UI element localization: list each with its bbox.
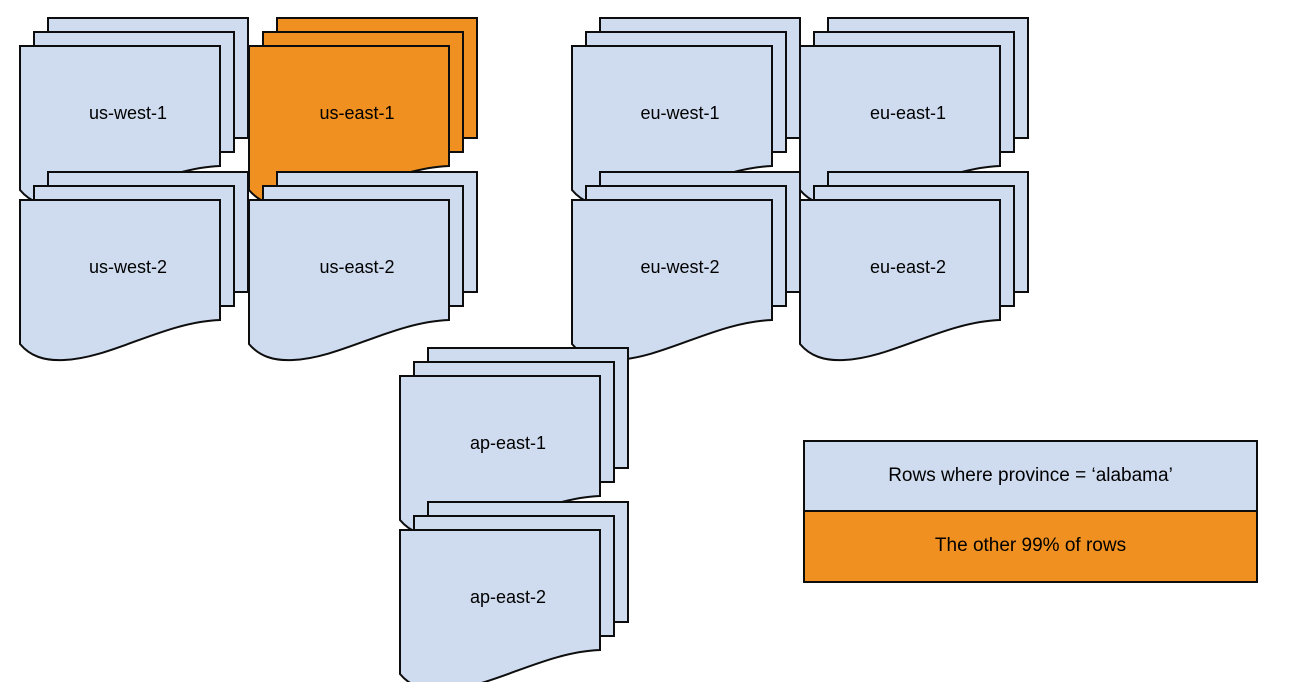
datastore-label: us-west-1 bbox=[88, 103, 168, 123]
datastore-label: eu-west-2 bbox=[640, 257, 720, 277]
datastore-stack-icon bbox=[799, 171, 1029, 362]
datastore-stack-icon bbox=[799, 17, 1029, 208]
document-sheet-front bbox=[571, 199, 773, 362]
legend-row-orange: The other 99% of rows bbox=[805, 511, 1256, 581]
legend: Rows where province = ‘alabama’ The other… bbox=[803, 440, 1258, 583]
datastore-stack-icon bbox=[248, 171, 478, 362]
datastore-stack-icon bbox=[248, 17, 478, 208]
datastore-stack-icon bbox=[571, 17, 801, 208]
datastore-label: eu-west-1 bbox=[640, 103, 720, 123]
datastore-us-west-2[interactable]: us-west-2 bbox=[19, 171, 249, 362]
datastore-label: eu-east-1 bbox=[869, 103, 947, 123]
datastore-stack-icon bbox=[19, 171, 249, 362]
datastore-ap-east-2[interactable]: ap-east-2 bbox=[399, 501, 629, 682]
datastore-us-east-2[interactable]: us-east-2 bbox=[248, 171, 478, 362]
datastore-label: ap-east-2 bbox=[469, 587, 547, 607]
legend-row-blue: Rows where province = ‘alabama’ bbox=[805, 442, 1256, 512]
legend-label: The other 99% of rows bbox=[934, 535, 1127, 557]
datastore-stack-icon bbox=[399, 347, 629, 538]
document-sheet-front bbox=[799, 199, 1001, 362]
document-sheet-front bbox=[399, 529, 601, 682]
document-sheet-front bbox=[248, 199, 450, 362]
datastore-eu-east-1[interactable]: eu-east-1 bbox=[799, 17, 1029, 208]
datastore-label: eu-east-2 bbox=[869, 257, 947, 277]
datastore-stack-icon bbox=[399, 501, 629, 682]
datastore-us-west-1[interactable]: us-west-1 bbox=[19, 17, 249, 208]
legend-label: Rows where province = ‘alabama’ bbox=[888, 464, 1173, 486]
datastore-ap-east-1[interactable]: ap-east-1 bbox=[399, 347, 629, 538]
datastore-stack-icon bbox=[19, 17, 249, 208]
datastore-stack-icon bbox=[571, 171, 801, 362]
datastore-eu-west-2[interactable]: eu-west-2 bbox=[571, 171, 801, 362]
datastore-label: us-east-2 bbox=[319, 257, 395, 277]
datastore-label: ap-east-1 bbox=[469, 433, 547, 453]
datastore-label: us-east-1 bbox=[319, 103, 395, 123]
datastore-us-east-1[interactable]: us-east-1 bbox=[248, 17, 478, 208]
document-sheet-front bbox=[19, 199, 221, 362]
datastore-eu-east-2[interactable]: eu-east-2 bbox=[799, 171, 1029, 362]
datastore-eu-west-1[interactable]: eu-west-1 bbox=[571, 17, 801, 208]
datastore-label: us-west-2 bbox=[88, 257, 168, 277]
